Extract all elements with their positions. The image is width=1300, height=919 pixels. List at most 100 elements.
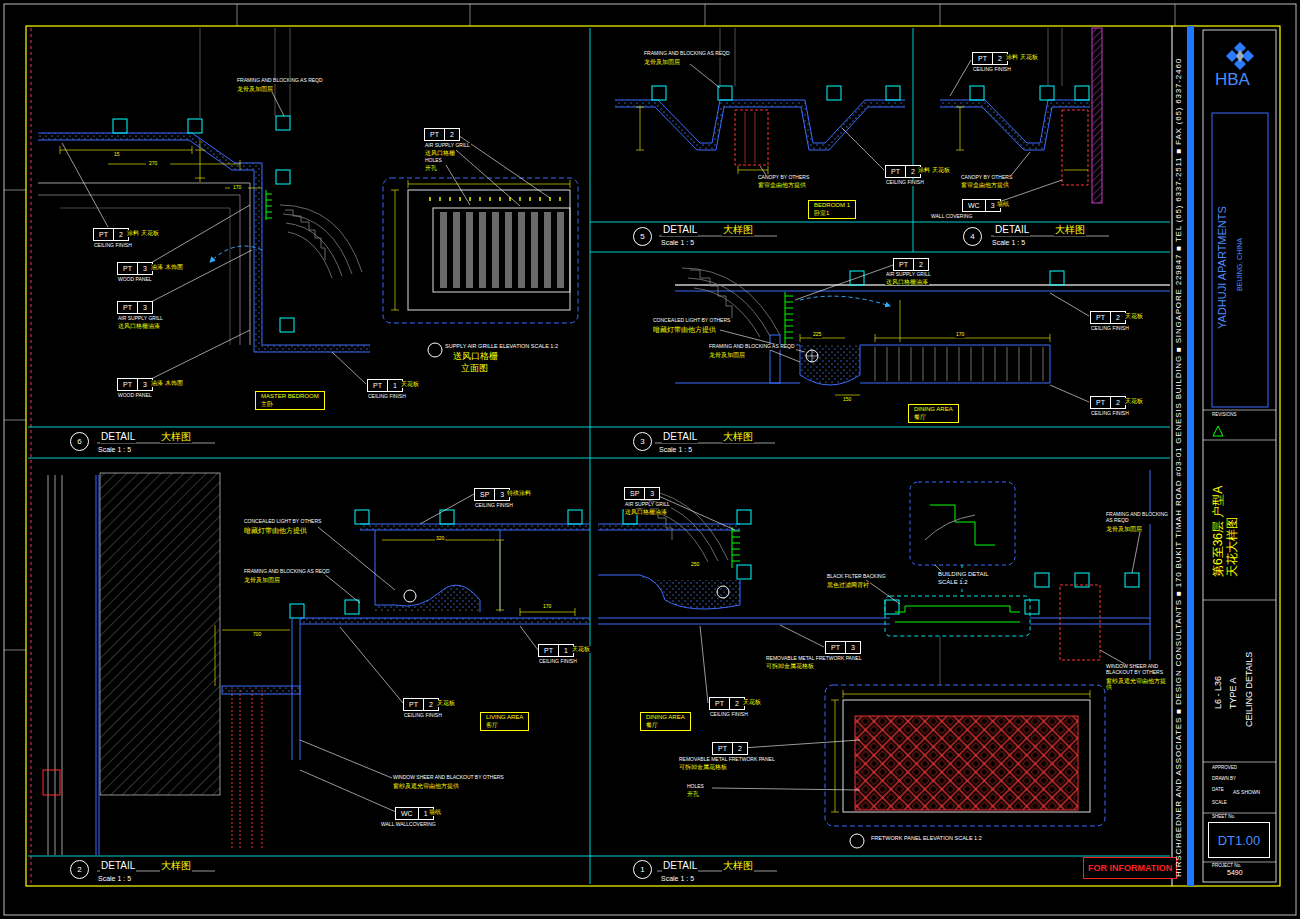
detail-5-section-part: [745, 112, 755, 163]
supply-air-grille-elevation-part: [408, 190, 570, 310]
detail-6-section-part: [113, 116, 294, 332]
detail-2-section-part: [375, 530, 500, 612]
detail-1-section-part: [598, 524, 740, 530]
detail-1-section-part: [925, 515, 975, 540]
supply-air-grille-elevation-part-part: [492, 212, 499, 288]
detail-3-section-part-part: [682, 268, 780, 335]
detail-4-section-part: [1092, 28, 1102, 203]
rotated-title-text: TYPE A: [1228, 676, 1238, 710]
material-tag: PT1: [367, 379, 403, 392]
material-tag: PT2: [1090, 311, 1126, 324]
detail-6-section: [38, 28, 370, 384]
panel-dividers: [28, 28, 1170, 884]
detail-3-section-part: [800, 300, 1050, 395]
material-tag: WC3: [962, 199, 1001, 212]
detail-1-section-part-part: [737, 510, 751, 524]
detail-3-section-part: [720, 265, 1089, 402]
node-subtext: 3: [644, 488, 659, 499]
detail-1-section-part: [654, 494, 1140, 790]
detail-2-section-part: [96, 475, 99, 855]
detail-5-section-part: [690, 64, 884, 181]
node-text: LIVING AREA: [486, 714, 523, 722]
room-label-box: MASTER BEDROOM主卧: [255, 391, 325, 410]
node-subtext: 2: [732, 743, 747, 754]
annotation-text: 250: [690, 562, 700, 568]
detail-5-section-part-part: [652, 86, 666, 100]
node-text: PT: [118, 263, 137, 274]
material-tag: PT2: [972, 52, 1008, 65]
hba-logo: [1226, 42, 1254, 70]
node-subtext: 2: [444, 129, 459, 140]
node-text: DT1.00: [1218, 833, 1261, 848]
detail-number-circle: 1: [633, 860, 652, 879]
detail-1-section-part: [831, 690, 1090, 812]
supply-air-grille-elevation-part-part: [479, 212, 486, 288]
material-tag: PT2: [93, 228, 129, 241]
detail-3-section: [675, 265, 1170, 402]
supply-air-grille-elevation-part: [428, 343, 442, 357]
supply-air-grille-elevation-part: [383, 178, 578, 323]
detail-title-text: DETAIL: [100, 431, 136, 443]
annotation-text: 窗帘盒由他方提供: [960, 182, 1010, 188]
detail-1-section-part: [598, 575, 740, 609]
detail-6-section-part: [38, 140, 370, 352]
detail-5-section-part: [735, 110, 768, 165]
node-text: SP: [475, 489, 494, 500]
sheet-frame-part: [31, 28, 32, 884]
annotation-text: 龙骨及加固层: [708, 352, 746, 358]
detail-1-section-part: [930, 505, 995, 545]
detail-3-section-part: [675, 345, 1050, 383]
room-label-box: BEDROOM 1卧室1: [808, 200, 856, 219]
detail-2-section-part: [300, 618, 590, 624]
detail-title-text: 大样图: [160, 431, 192, 443]
node-text: PT: [886, 166, 905, 177]
detail-6-section-part-part: [280, 318, 294, 332]
node-text: PT: [826, 642, 845, 653]
node-subtext: 3: [845, 642, 860, 653]
annotation-text: 暗藏灯带由他方提供: [652, 326, 717, 334]
annotation-text: 送风口格栅油漆: [117, 323, 161, 329]
annotation-text: CEILING FINISH: [93, 243, 133, 249]
detail-6-section-part: [200, 28, 290, 118]
sheet-frame-part: [1187, 26, 1194, 886]
supply-air-grille-elevation-part: [440, 212, 564, 288]
detail-2-section-part: [48, 475, 62, 855]
annotation-text: Scale 1 : 5: [660, 239, 695, 247]
annotation-text: 涂料 天花板: [917, 167, 951, 174]
detail-title-text: 大样图: [160, 860, 192, 872]
panel-dividers-part: [28, 28, 1170, 884]
detail-title-text: DETAIL: [100, 860, 136, 872]
detail-5-section-part-part: [718, 86, 732, 100]
supply-air-grille-elevation-part-part: [544, 212, 551, 288]
detail-1-section-part: [895, 606, 1020, 622]
node-text: PT: [404, 699, 423, 710]
annotation-text: HOLES: [424, 158, 443, 164]
sheet-frame-part: [1213, 426, 1223, 436]
detail-1-section-part: [843, 700, 1090, 812]
annotation-text: 墙纸: [996, 201, 1010, 208]
material-tag: PT2: [403, 698, 439, 711]
detail-4-section-part: [950, 60, 1062, 204]
detail-5-section-part: [615, 100, 905, 143]
detail-4-section-part: [956, 107, 1088, 170]
detail-number-circle: 6: [70, 432, 89, 451]
node-subtext: 3: [137, 302, 152, 313]
annotation-text: Scale 1 : 5: [660, 875, 695, 883]
hba-logo-part: [1236, 50, 1244, 62]
node-text: MASTER BEDROOM: [261, 393, 319, 401]
detail-5-section-part: [720, 28, 735, 86]
annotation-text: CEILING FINISH: [538, 659, 578, 665]
annotation-text: 170: [232, 185, 242, 191]
node-subtext: 2: [1110, 397, 1125, 408]
node-text: DINING AREA: [646, 714, 685, 722]
supply-air-grille-elevation: [383, 133, 578, 357]
detail-5-section-part: [636, 107, 768, 174]
annotation-text: HOLES: [686, 784, 705, 790]
annotation-text: DATE: [1211, 787, 1225, 792]
annotation-text: 龙骨及加固层: [243, 577, 281, 583]
annotation-text: CEILING FINISH: [1090, 411, 1130, 417]
node-text: 1: [640, 865, 644, 874]
node-text: WC: [396, 808, 418, 819]
annotation-text: SCALE 1:2: [937, 579, 969, 586]
detail-6-section-part: [266, 190, 272, 220]
